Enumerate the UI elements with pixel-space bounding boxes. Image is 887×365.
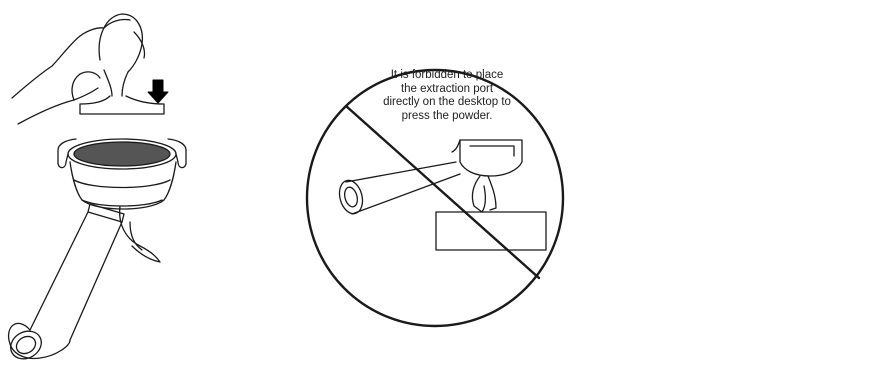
basket-grounds — [73, 141, 171, 167]
panel-tamping-prohibited — [305, 68, 565, 328]
hand-left-panel — [11, 18, 131, 125]
down-arrow-icon — [147, 79, 169, 104]
warning-line: directly on the desktop to — [383, 96, 511, 108]
prohibition-sign-icon — [305, 68, 565, 328]
warning-line: press the powder. — [401, 109, 493, 122]
portafilter-on-desk — [338, 139, 523, 215]
tamper-left-panel — [79, 13, 165, 115]
warning-text: It is forbidden to place the extraction … — [372, 69, 522, 123]
panel-tamping-correct — [7, 13, 187, 360]
portafilter-left-panel — [7, 138, 187, 360]
warning-line: the extraction port — [400, 82, 494, 95]
desktop-block — [435, 211, 547, 251]
warning-line: It is forbidden to place — [390, 69, 504, 81]
